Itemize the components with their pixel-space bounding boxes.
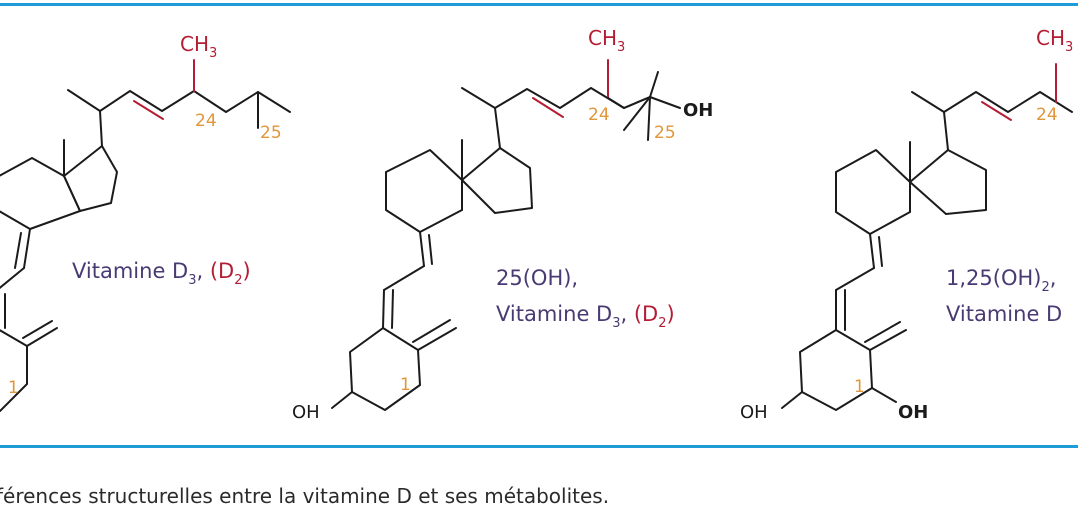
double-bond-c22 — [981, 101, 1012, 121]
ring-a — [799, 329, 873, 411]
label-1-25oh2-line-1: 1,25(OH)2, — [946, 266, 1056, 295]
hydroxyl-3-label: OH — [740, 402, 768, 423]
methyl-label: CH3 — [180, 32, 217, 61]
position-1-label: 1 — [854, 377, 865, 397]
structure-1-25oh2-vitamin-d: CH3 24 1 OH OH — [740, 26, 1073, 423]
ring-d — [461, 147, 533, 214]
structure-25oh-vitamin-d3: CH3 24 25 1 OH OH — [292, 26, 713, 423]
ring-d — [63, 145, 118, 212]
label-vitamin-d3: Vitamine D3, (D2) — [72, 259, 251, 288]
bottom-rule — [0, 445, 1078, 448]
position-24-label: 24 — [195, 111, 217, 131]
double-bond-c22 — [133, 100, 164, 120]
ring-c — [385, 149, 463, 233]
label-25oh-line-1: 25(OH), — [496, 266, 578, 290]
hydroxyl-25-label: OH — [683, 100, 713, 121]
vitamin-d-structures-diagram: CH3 24 25 1 Vitamine D3, (D2) — [0, 26, 1073, 423]
ring-d — [909, 149, 987, 215]
side-chain — [67, 89, 291, 113]
label-1-25oh2-line-2: Vitamine D — [946, 302, 1062, 326]
methyl-label: CH3 — [1036, 26, 1073, 55]
figure-caption: férences structurelles entre la vitamine… — [0, 484, 610, 508]
ring-c — [0, 157, 81, 230]
position-24-label: 24 — [1036, 105, 1058, 125]
position-1-label: 1 — [8, 378, 19, 398]
side-chain — [911, 91, 1073, 113]
structure-vitamin-d3: CH3 24 25 1 — [0, 32, 291, 412]
position-25-label: 25 — [654, 123, 676, 143]
methyl-label: CH3 — [588, 26, 625, 55]
hydroxyl-3-label: OH — [292, 402, 320, 423]
side-chain — [461, 87, 651, 109]
position-24-label: 24 — [588, 105, 610, 125]
position-1-label: 1 — [400, 375, 411, 395]
position-25-label: 25 — [260, 123, 282, 143]
top-rule — [0, 3, 1078, 6]
hydroxyl-1-label: OH — [898, 402, 928, 423]
label-25oh-line-2: Vitamine D3, (D2) — [496, 302, 675, 331]
ring-c — [835, 149, 911, 235]
ring-a — [349, 327, 421, 411]
double-bond-c22 — [532, 97, 564, 118]
ring-a — [0, 329, 28, 412]
